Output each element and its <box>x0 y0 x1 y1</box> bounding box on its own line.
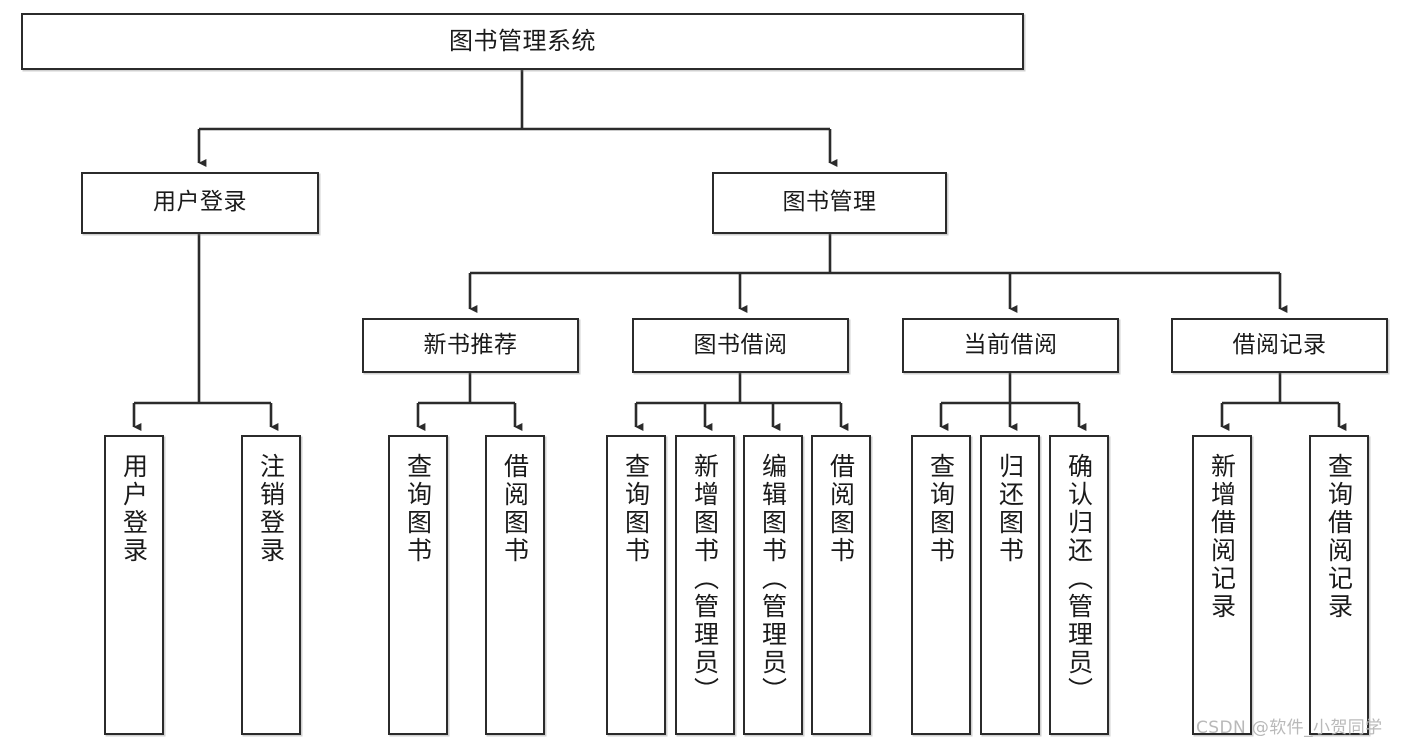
node-label: 归还图书 <box>995 453 1025 565</box>
node-label: 查询图书 <box>621 453 651 565</box>
leaf-borrow-add-book-admin[interactable]: 新增图书（管理员） <box>675 435 735 735</box>
node-label: 借阅图书 <box>826 453 856 565</box>
leaf-recommend-query-book[interactable]: 查询图书 <box>388 435 448 735</box>
node-label: 用户登录 <box>153 189 247 216</box>
node-label: 图书管理系统 <box>449 27 596 56</box>
node-label: 新增图书（管理员） <box>690 453 720 705</box>
node-current-borrow[interactable]: 当前借阅 <box>902 318 1119 373</box>
leaf-record-query-record[interactable]: 查询借阅记录 <box>1309 435 1369 735</box>
node-label: 查询借阅记录 <box>1324 453 1354 621</box>
leaf-current-query-book[interactable]: 查询图书 <box>911 435 971 735</box>
node-root-system[interactable]: 图书管理系统 <box>21 13 1024 70</box>
leaf-record-add-record[interactable]: 新增借阅记录 <box>1192 435 1252 735</box>
leaf-current-confirm-return-admin[interactable]: 确认归还（管理员） <box>1049 435 1109 735</box>
node-borrow-record[interactable]: 借阅记录 <box>1171 318 1388 373</box>
node-label: 确认归还（管理员） <box>1064 453 1094 705</box>
node-label: 查询图书 <box>926 453 956 565</box>
leaf-current-return-book[interactable]: 归还图书 <box>980 435 1040 735</box>
node-label: 借阅图书 <box>500 453 530 565</box>
node-label: 注销登录 <box>256 453 286 565</box>
node-label: 新增借阅记录 <box>1207 453 1237 621</box>
node-label: 查询图书 <box>403 453 433 565</box>
node-book-borrow[interactable]: 图书借阅 <box>632 318 849 373</box>
leaf-recommend-borrow-book[interactable]: 借阅图书 <box>485 435 545 735</box>
node-user-login[interactable]: 用户登录 <box>81 172 319 234</box>
node-label: 编辑图书（管理员） <box>758 453 788 705</box>
leaf-borrow-edit-book-admin[interactable]: 编辑图书（管理员） <box>743 435 803 735</box>
node-label: 图书管理 <box>782 189 877 216</box>
node-label: 新书推荐 <box>423 331 518 358</box>
node-label: 借阅记录 <box>1232 331 1327 358</box>
node-label: 图书借阅 <box>693 331 788 358</box>
node-new-book-recommend[interactable]: 新书推荐 <box>362 318 579 373</box>
leaf-borrow-borrow-book[interactable]: 借阅图书 <box>811 435 871 735</box>
leaf-user-login-logout[interactable]: 注销登录 <box>241 435 301 735</box>
leaf-borrow-query-book[interactable]: 查询图书 <box>606 435 666 735</box>
node-label: 用户登录 <box>119 453 149 565</box>
node-book-management[interactable]: 图书管理 <box>712 172 947 234</box>
node-label: 当前借阅 <box>963 331 1058 358</box>
leaf-user-login-login[interactable]: 用户登录 <box>104 435 164 735</box>
